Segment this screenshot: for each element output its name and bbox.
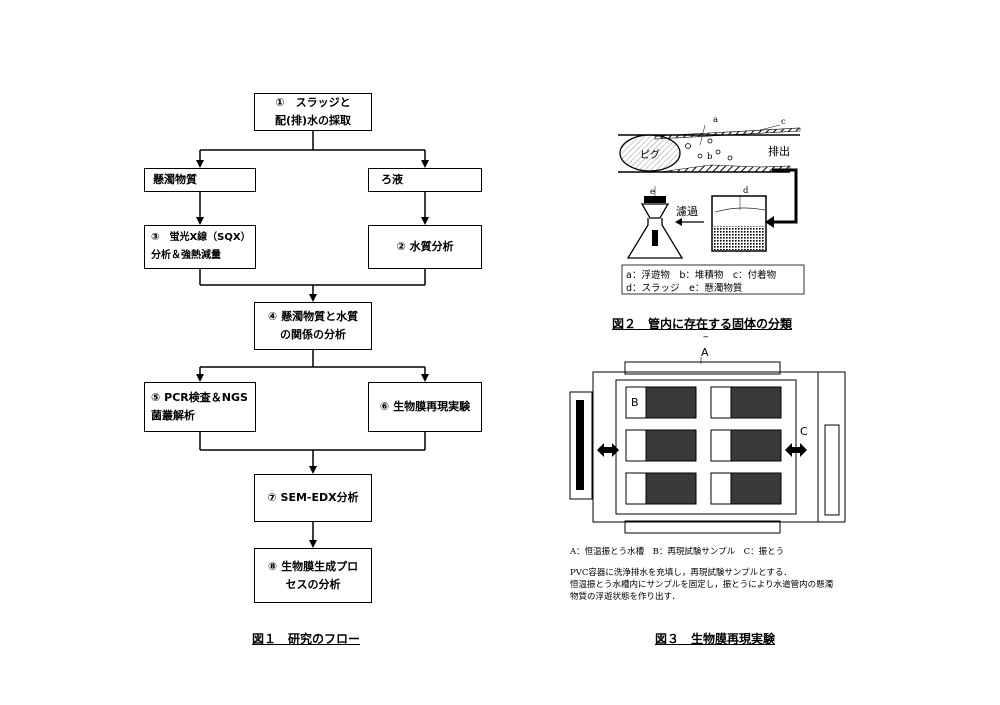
flow-step-pcr-ngs: ⑤ PCR検査＆NGS 菌叢解析	[144, 382, 256, 432]
label-a: a	[713, 115, 719, 125]
label-C: C	[800, 425, 808, 438]
fig2-dash: –	[703, 330, 709, 343]
fig3-note-line2: 恒温振とう水槽内にサンプルを固定し，振とうにより水道管内の懸濁	[570, 580, 834, 590]
flow-step-biofilm-process: ⑧ 生物膜生成プロ セスの分析	[254, 548, 372, 603]
fig3-legend: A：恒温振とう水槽 B：再現試験サンプル C：振とう	[570, 547, 785, 557]
fig2-legend-line2: d：スラッジ e：懸濁物質	[626, 283, 743, 294]
label-A: A	[701, 346, 709, 359]
filtration-label: 濾過	[676, 205, 698, 218]
label-c: c	[781, 117, 786, 127]
discharge-label: 排出	[768, 145, 790, 158]
label-e: e	[650, 187, 656, 197]
figure2-caption: 図２ 管内に存在する固体の分類	[612, 317, 793, 331]
flow-step-suspended-solids: 懸濁物質	[144, 168, 256, 192]
flow-step-xrf-analysis: ③ 蛍光X線（SQX） 分析＆強熱減量	[144, 225, 256, 269]
label-B: B	[631, 396, 639, 409]
fig2-legend-line1: a：浮遊物 b：堆積物 c：付着物	[626, 270, 777, 281]
pig-label: ピグ	[640, 150, 660, 161]
flow-step-biofilm-experiment: ⑥ 生物膜再現実験	[368, 382, 482, 432]
label-d: d	[743, 186, 749, 196]
label-b: b	[707, 152, 713, 162]
fig3-note-line1: PVC容器に洗浄排水を充填し，再現試験サンプルとする．	[570, 568, 792, 578]
flow-step-sampling: ① スラッジと 配(排)水の採取	[254, 93, 372, 131]
fig3-note-line3: 物質の浮遊状態を作り出す．	[570, 592, 681, 602]
flow-step-water-quality: ② 水質分析	[368, 225, 482, 269]
figure1-caption: 図１ 研究のフロー	[252, 632, 361, 646]
flow-step-filtrate: ろ液	[368, 168, 482, 192]
figure3-caption: 図３ 生物膜再現実験	[655, 632, 776, 646]
flow-step-relation-analysis: ④ 懸濁物質と水質 の関係の分析	[254, 302, 372, 350]
flow-step-sem-edx: ⑦ SEM-EDX分析	[254, 474, 372, 522]
